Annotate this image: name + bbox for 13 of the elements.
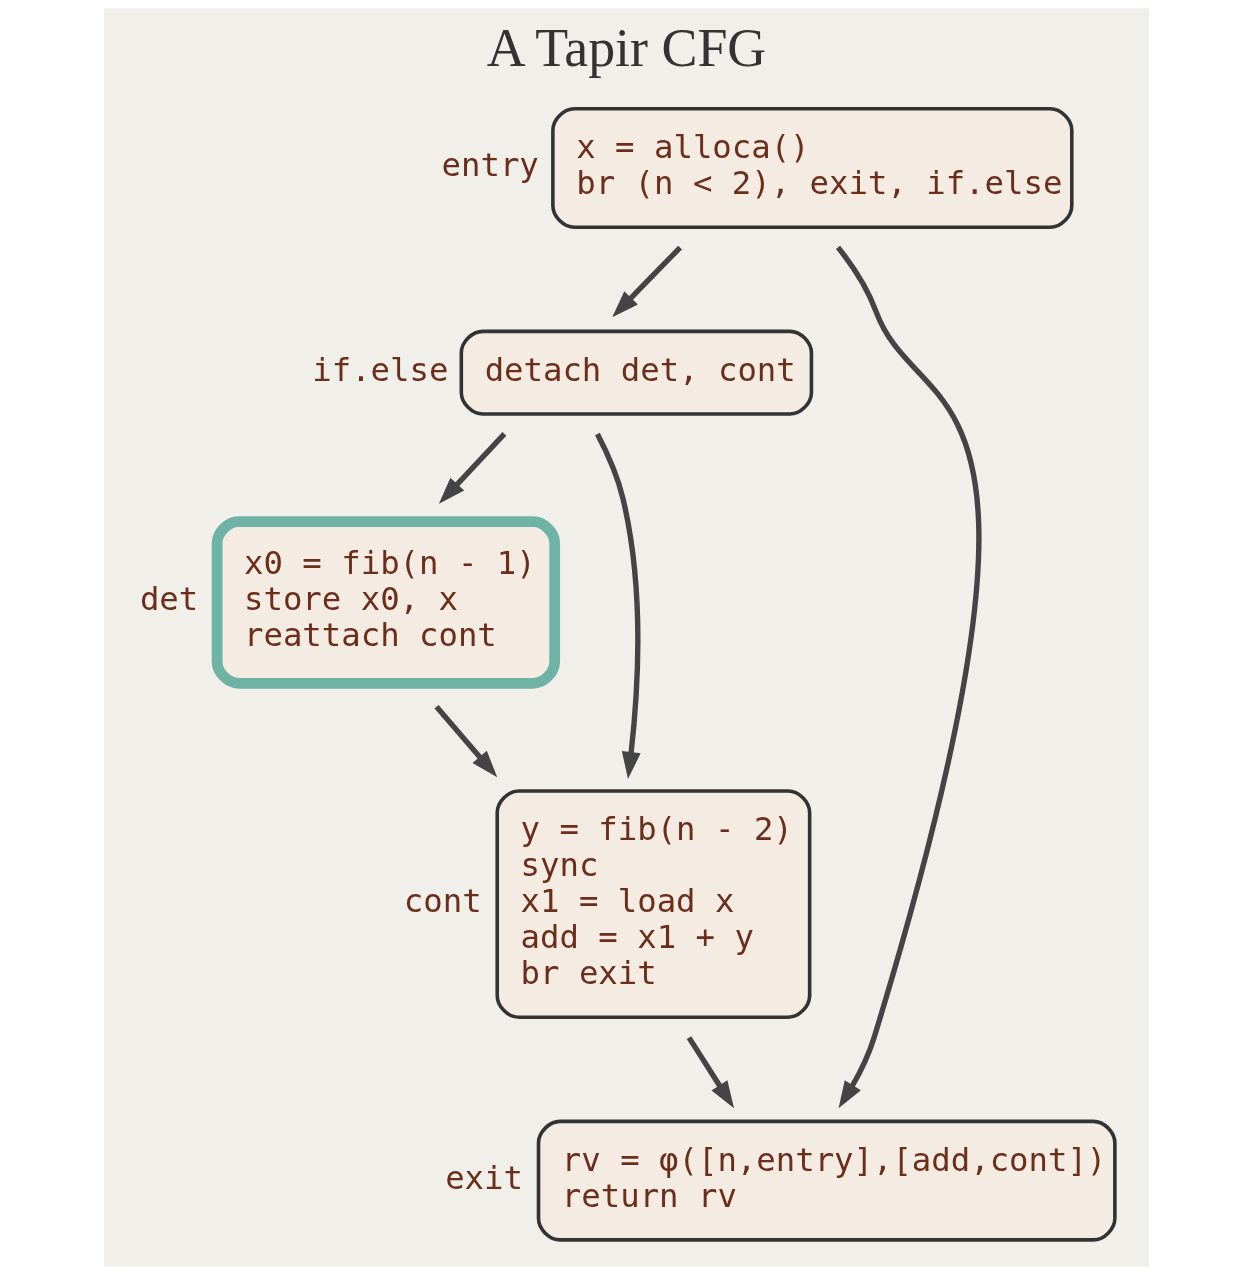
arrow [438, 432, 507, 504]
arrow [835, 245, 981, 1109]
node-label: if.else [312, 350, 449, 389]
node-label: det [139, 580, 199, 619]
arrow [612, 245, 683, 318]
node-label: exit [445, 1158, 523, 1197]
arrow [686, 1036, 734, 1109]
diagram-title: A Tapir CFG [486, 17, 767, 78]
node-label: entry [441, 145, 539, 184]
arrow [434, 705, 498, 778]
arrow [595, 432, 641, 780]
node-box: x0 = fib(n - 1) store x0, x reattach cont [211, 516, 561, 689]
node-label: cont [403, 882, 482, 921]
